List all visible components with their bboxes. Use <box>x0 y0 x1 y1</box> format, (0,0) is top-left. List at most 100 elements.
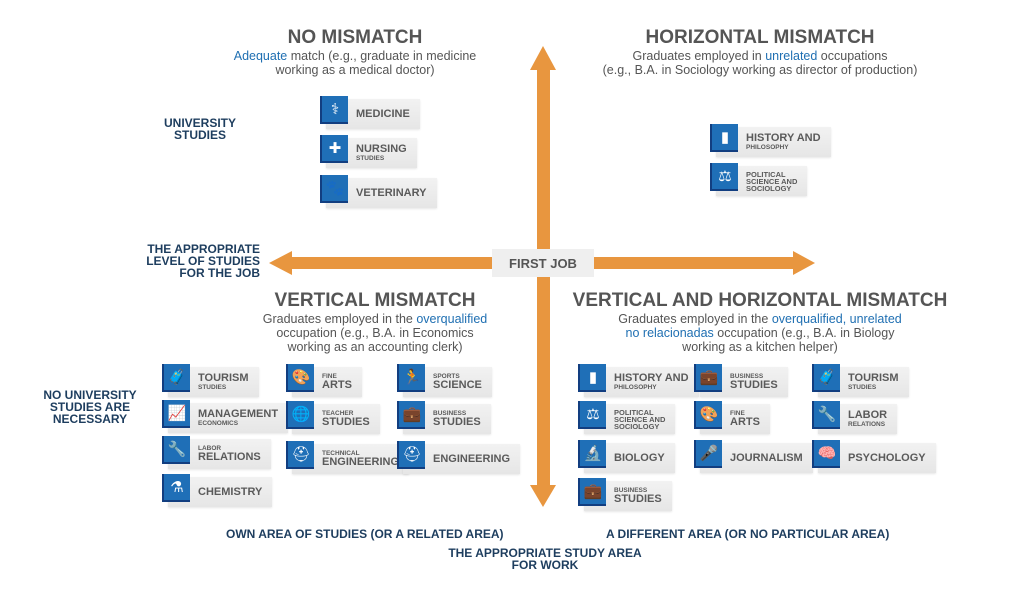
luggage-icon: 🧳 <box>162 364 190 392</box>
chart-icon: 📈 <box>162 400 190 428</box>
card-text-pre2: SCIENCE AND <box>746 176 798 186</box>
card-text-pre: POLITICAL <box>614 407 654 417</box>
vertical-horizontal-mismatch-block: VERTICAL AND HORIZONTAL MISMATCH Graduat… <box>565 290 955 354</box>
scales-icon: ⚖ <box>710 163 738 191</box>
card-text-pre: BUSINESS <box>730 373 764 380</box>
card-text-pre: BUSINESS <box>433 410 467 417</box>
desc-highlight: Adequate <box>233 49 288 63</box>
brain-icon: 🧠 <box>812 440 840 468</box>
first-job-label: FIRST JOB <box>492 249 594 277</box>
wrench-gear-icon: 🔧 <box>812 401 840 429</box>
card-text-main: STUDIES <box>614 493 662 505</box>
desc-highlight: overqualified <box>416 312 488 326</box>
card-text-main: ENGINEERING <box>322 456 400 468</box>
no-mismatch-block: NO MISMATCH Adequate match (e.g., gradua… <box>230 27 480 77</box>
arrow-right-head <box>793 251 815 275</box>
card-text-pre: TECHNICAL <box>322 450 360 457</box>
vertical-mismatch-block: VERTICAL MISMATCH Graduates employed in … <box>250 290 500 354</box>
desc-text: occupation (e.g., B.A. in Economics <box>276 326 474 340</box>
card-text-pre: BUSINESS <box>614 487 648 494</box>
hardhat-icon: ⛑ <box>397 441 425 469</box>
desc-text: Graduates employed in the <box>262 312 417 326</box>
card-text-pre3: SOCIOLOGY <box>746 183 792 193</box>
briefcase-icon: 💼 <box>397 401 425 429</box>
desc-text: Graduates employed in the <box>618 312 772 326</box>
runner-icon: 🏃 <box>397 364 425 392</box>
card-text-pre: SPORTS <box>433 373 460 380</box>
card-text-pre2: SCIENCE AND <box>614 414 666 424</box>
card-text-sub: STUDIES <box>848 384 877 391</box>
card-text-main: STUDIES <box>433 416 481 428</box>
appropriate-level-label: THE APPROPRIATE LEVEL OF STUDIES FOR THE… <box>146 242 260 280</box>
card-text-main: ARTS <box>322 379 352 391</box>
stethoscope-icon: ⚕ <box>320 96 348 124</box>
desc-text: match (e.g., graduate in medicine <box>287 49 477 63</box>
card-text-sub: RELATIONS <box>848 421 886 428</box>
flask-icon: ⚗ <box>162 474 190 502</box>
card-text-sub: PHILOSOPHY <box>614 384 657 391</box>
desc-text: working as a medical doctor) <box>275 63 435 77</box>
card-text-main: RELATIONS <box>198 451 261 463</box>
card-text-pre: FINE <box>322 373 337 380</box>
card-text-main: LABOR <box>848 409 888 421</box>
card-text-main: ARTS <box>730 416 760 428</box>
card-text-main: BIOLOGY <box>614 451 665 464</box>
luggage-icon: 🧳 <box>812 364 840 392</box>
university-studies-label: UNIVERSITY STUDIES <box>163 116 236 142</box>
desc-highlight: overqualified, unrelated <box>771 312 902 326</box>
study-area-label: THE APPROPRIATE STUDY AREA FOR WORK <box>448 546 642 572</box>
horizontal-mismatch-title: HORIZONTAL MISMATCH <box>645 27 875 48</box>
card-text-pre3: SOCIOLOGY <box>614 421 660 431</box>
card-text-main: JOURNALISM <box>730 451 803 464</box>
card-text-main: MANAGEMENT <box>198 408 279 420</box>
card-text-main: ENGINEERING <box>433 452 511 465</box>
card-text-sub: STUDIES <box>356 155 385 162</box>
card-text-main: HISTORY AND <box>614 372 689 384</box>
card-text-main: TOURISM <box>198 372 249 384</box>
desc-highlight: unrelated <box>765 49 818 63</box>
card-text-sub: ECONOMICS <box>198 420 239 427</box>
column-icon: ▮ <box>710 124 738 152</box>
microphone-icon: 🎤 <box>694 440 722 468</box>
arrow-left-head <box>269 251 292 275</box>
arrow-down-head <box>530 485 556 507</box>
microscope-icon: 🔬 <box>578 440 606 468</box>
briefcase-icon: 💼 <box>694 364 722 392</box>
vertical-arrow-shaft <box>537 68 550 488</box>
card-text-main: MEDICINE <box>356 107 410 120</box>
card-text-sub: PHILOSOPHY <box>746 144 789 151</box>
card-text-main: SCIENCE <box>433 379 482 391</box>
card-text-sub: STUDIES <box>198 384 227 391</box>
card-text-main: NURSING <box>356 143 407 155</box>
column-icon: ▮ <box>578 364 606 392</box>
no-university-label: NO UNIVERSITY STUDIES ARE NECESSARY <box>43 388 137 426</box>
card-text-pre: FINE <box>730 410 745 417</box>
card-text-pre: LABOR <box>198 445 222 452</box>
briefcase-icon: 💼 <box>578 478 606 506</box>
hardhat-icon: ⛑ <box>286 441 314 469</box>
no-mismatch-title: NO MISMATCH <box>287 27 423 48</box>
card-text-main: VETERINARY <box>356 186 427 199</box>
card-text-main: HISTORY AND <box>746 132 821 144</box>
different-area-label: A DIFFERENT AREA (OR NO PARTICULAR AREA) <box>606 527 890 541</box>
card-text-pre: TEACHER <box>322 410 354 417</box>
palette-icon: 🎨 <box>286 364 314 392</box>
globe-icon: 🌐 <box>286 401 314 429</box>
desc-text: occupation (e.g., B.A. in Biology <box>713 326 895 340</box>
card-text-pre: POLITICAL <box>746 169 786 179</box>
card-text-main: PSYCHOLOGY <box>848 451 926 464</box>
vertical-mismatch-title: VERTICAL MISMATCH <box>274 290 476 311</box>
horizontal-mismatch-block: HORIZONTAL MISMATCH Graduates employed i… <box>580 27 940 77</box>
own-area-label: OWN AREA OF STUDIES (OR A RELATED AREA) <box>226 527 504 541</box>
paw-stethoscope-icon: 🐾 <box>320 175 348 203</box>
vertical-horizontal-mismatch-title: VERTICAL AND HORIZONTAL MISMATCH <box>572 290 948 311</box>
desc-text: (e.g., B.A. in Sociology working as dire… <box>602 63 918 77</box>
scales-icon: ⚖ <box>578 401 606 429</box>
card-text-main: STUDIES <box>322 416 370 428</box>
palette-icon: 🎨 <box>694 401 722 429</box>
desc-highlight: no relacionadas <box>625 326 714 340</box>
desc-text: working as a kitchen helper) <box>682 340 838 354</box>
arrow-up-head <box>530 46 556 70</box>
card-text-main: CHEMISTRY <box>198 485 263 498</box>
desc-text: occupations <box>817 49 888 63</box>
